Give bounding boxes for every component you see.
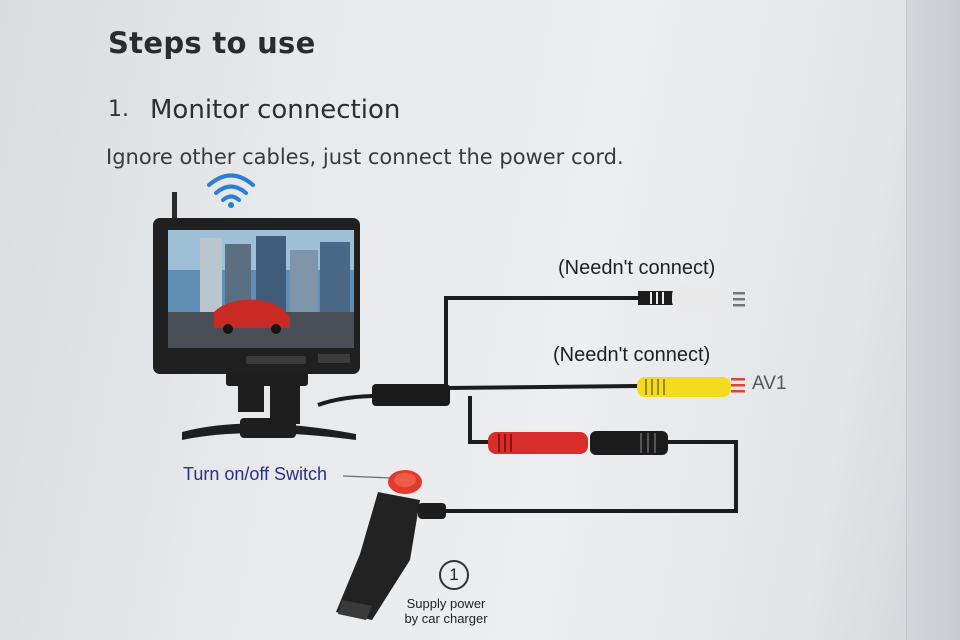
power-connector — [488, 431, 668, 455]
yellow-connector-label: (Needn't connect) — [553, 344, 711, 366]
instruction-text: Ignore other cables, just connect the po… — [106, 145, 624, 169]
yellow-rca-connector — [637, 377, 745, 397]
cables — [317, 296, 738, 513]
switch-label: Turn on/off Switch — [183, 464, 328, 484]
supply-caption-line2: by car charger — [404, 611, 488, 626]
supply-power-caption: Supply power by car charger — [398, 596, 494, 626]
white-connector-label: (Needn't connect) — [558, 257, 716, 279]
supply-caption-line1: Supply power — [406, 596, 486, 611]
wifi-icon — [207, 173, 255, 208]
switch-pointer-line — [342, 475, 393, 479]
av1-label: AV1 — [752, 373, 787, 394]
section-heading: Steps to use — [108, 26, 316, 60]
white-rca-connector — [638, 286, 745, 310]
step-number: 1. — [108, 97, 129, 122]
monitor — [153, 192, 360, 374]
step-title: Monitor connection — [150, 95, 401, 125]
cable-junction — [372, 384, 450, 406]
car-charger — [336, 470, 446, 620]
page-edge — [906, 0, 960, 640]
monitor-stand — [182, 372, 356, 440]
step-marker: 1 — [439, 560, 469, 590]
